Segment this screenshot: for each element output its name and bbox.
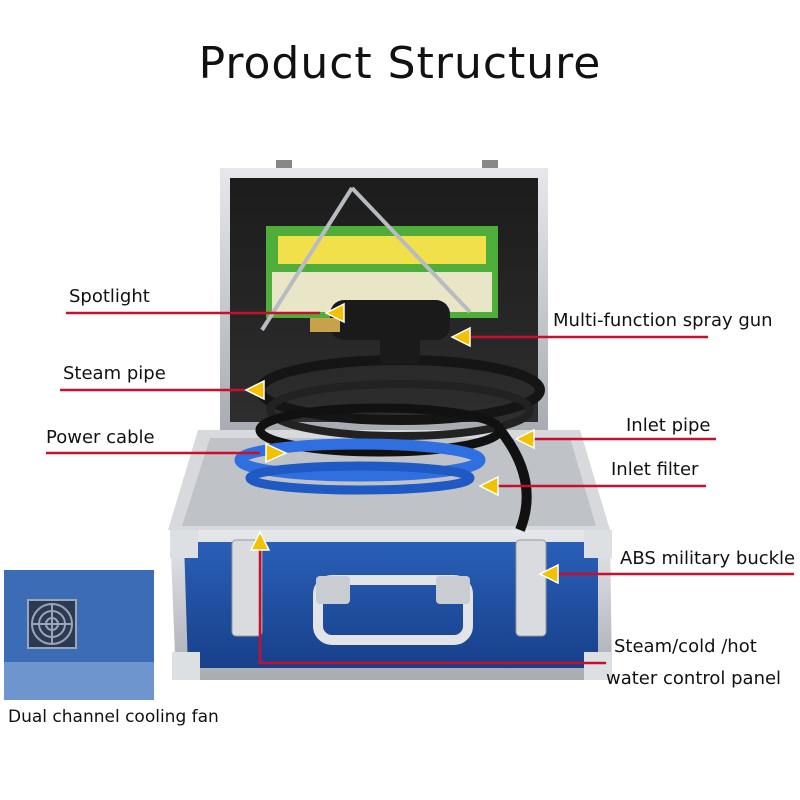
label-control-panel-line1: Steam/cold /hot: [614, 636, 757, 657]
arrow-abs-buckle: [538, 563, 559, 585]
inset-caption: Dual channel cooling fan: [8, 707, 219, 727]
arrow-inlet-pipe: [514, 428, 535, 450]
arrow-inlet-filter: [478, 475, 499, 497]
arrow-spray-gun: [450, 326, 471, 348]
arrow-control-panel: [249, 530, 271, 551]
label-spotlight: Spotlight: [69, 286, 150, 307]
page-title: Product Structure: [198, 38, 602, 89]
buckle-right: [515, 539, 547, 637]
leader-control-panel: [258, 540, 606, 665]
arrow-spotlight: [324, 302, 345, 324]
coiled-hoses: [234, 355, 545, 532]
label-inlet-filter: Inlet filter: [611, 459, 699, 480]
label-control-panel-line2: water control panel: [606, 668, 782, 689]
spray-gun-shape: [260, 186, 472, 364]
label-steam-pipe: Steam pipe: [63, 363, 166, 384]
label-power-cable: Power cable: [46, 427, 155, 448]
buckle-left: [231, 539, 263, 637]
leader-lines: [46, 311, 794, 665]
arrow-steam-pipe: [244, 379, 265, 401]
label-abs-buckle: ABS military buckle: [620, 548, 796, 569]
arrow-power-cable: [265, 442, 288, 464]
label-inlet-pipe: Inlet pipe: [626, 415, 711, 436]
cooling-fan-inset: [4, 570, 154, 700]
label-spray-gun: Multi-function spray gun: [553, 310, 773, 331]
arrow-heads: [244, 302, 559, 585]
fan-icon: [4, 570, 154, 700]
case-handle: [313, 575, 473, 645]
